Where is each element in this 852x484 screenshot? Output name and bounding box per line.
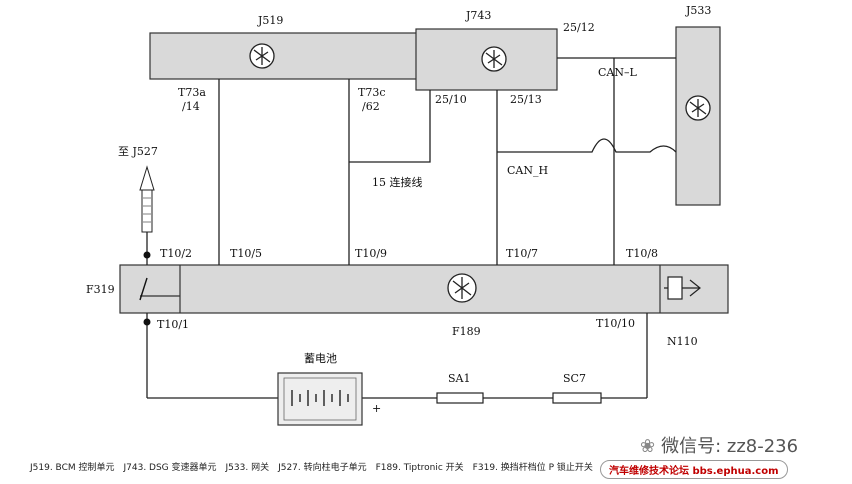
f319-switch-icon: [139, 277, 148, 301]
pin-t10-10: T10/10: [596, 317, 635, 330]
module-f189: [119, 264, 729, 314]
wire-15-label: 15 连接线: [372, 175, 423, 189]
sc7-label: SC7: [563, 372, 586, 385]
wechat-icon: ❀: [640, 436, 656, 457]
pin-t73a: T73a: [178, 86, 206, 99]
pin-t10-8: T10/8: [626, 247, 658, 260]
can-l-label: CAN–L: [598, 66, 637, 79]
battery-label: 蓄电池: [304, 352, 337, 365]
legend-caption: J519. BCM 控制单元 J743. DSG 变速器单元 J533. 网关 …: [30, 463, 593, 473]
battery-plus-label: +: [372, 402, 381, 415]
f189-label: F189: [452, 325, 481, 338]
module-j519: [149, 32, 431, 80]
f319-label: F319: [86, 283, 115, 296]
j533-label: J533: [685, 4, 711, 17]
wechat-watermark-text: 微信号: zz8-236: [661, 436, 799, 457]
fuse-sc7-icon: [552, 392, 602, 404]
pin-t73c: T73c: [358, 86, 386, 99]
pin-25-13: 25/13: [510, 93, 542, 106]
wechat-watermark: ❀微信号: zz8-236: [640, 432, 798, 458]
n110-solenoid-icon: [667, 276, 683, 300]
junction-dot: [143, 251, 151, 259]
n110-label: N110: [667, 335, 698, 348]
forum-watermark: 汽车维修技术论坛 bbs.ephua.com: [600, 460, 788, 479]
pin-t10-9: T10/9: [355, 247, 387, 260]
pin-t10-2: T10/2: [160, 247, 192, 260]
module-j533: [675, 26, 721, 206]
pin-25-12: 25/12: [563, 21, 595, 34]
j527-connector-icon: [139, 165, 155, 233]
j519-label: J519: [257, 14, 283, 27]
pin-t10-7: T10/7: [506, 247, 538, 260]
pin-t10-5: T10/5: [230, 247, 262, 260]
pin-t73a-num: /14: [182, 100, 200, 113]
battery-icon: [277, 372, 363, 426]
to-j527-label: 至 J527: [118, 145, 158, 158]
module-j743: [415, 28, 558, 91]
fuse-sa1-icon: [436, 392, 484, 404]
can-h-label: CAN_H: [507, 164, 548, 177]
pin-25-10: 25/10: [435, 93, 467, 106]
sa1-label: SA1: [448, 372, 470, 385]
pin-t73c-num: /62: [362, 100, 380, 113]
wires: [146, 57, 677, 399]
pin-t10-1: T10/1: [157, 318, 189, 331]
junction-dot: [143, 318, 151, 326]
j743-label: J743: [465, 9, 491, 22]
